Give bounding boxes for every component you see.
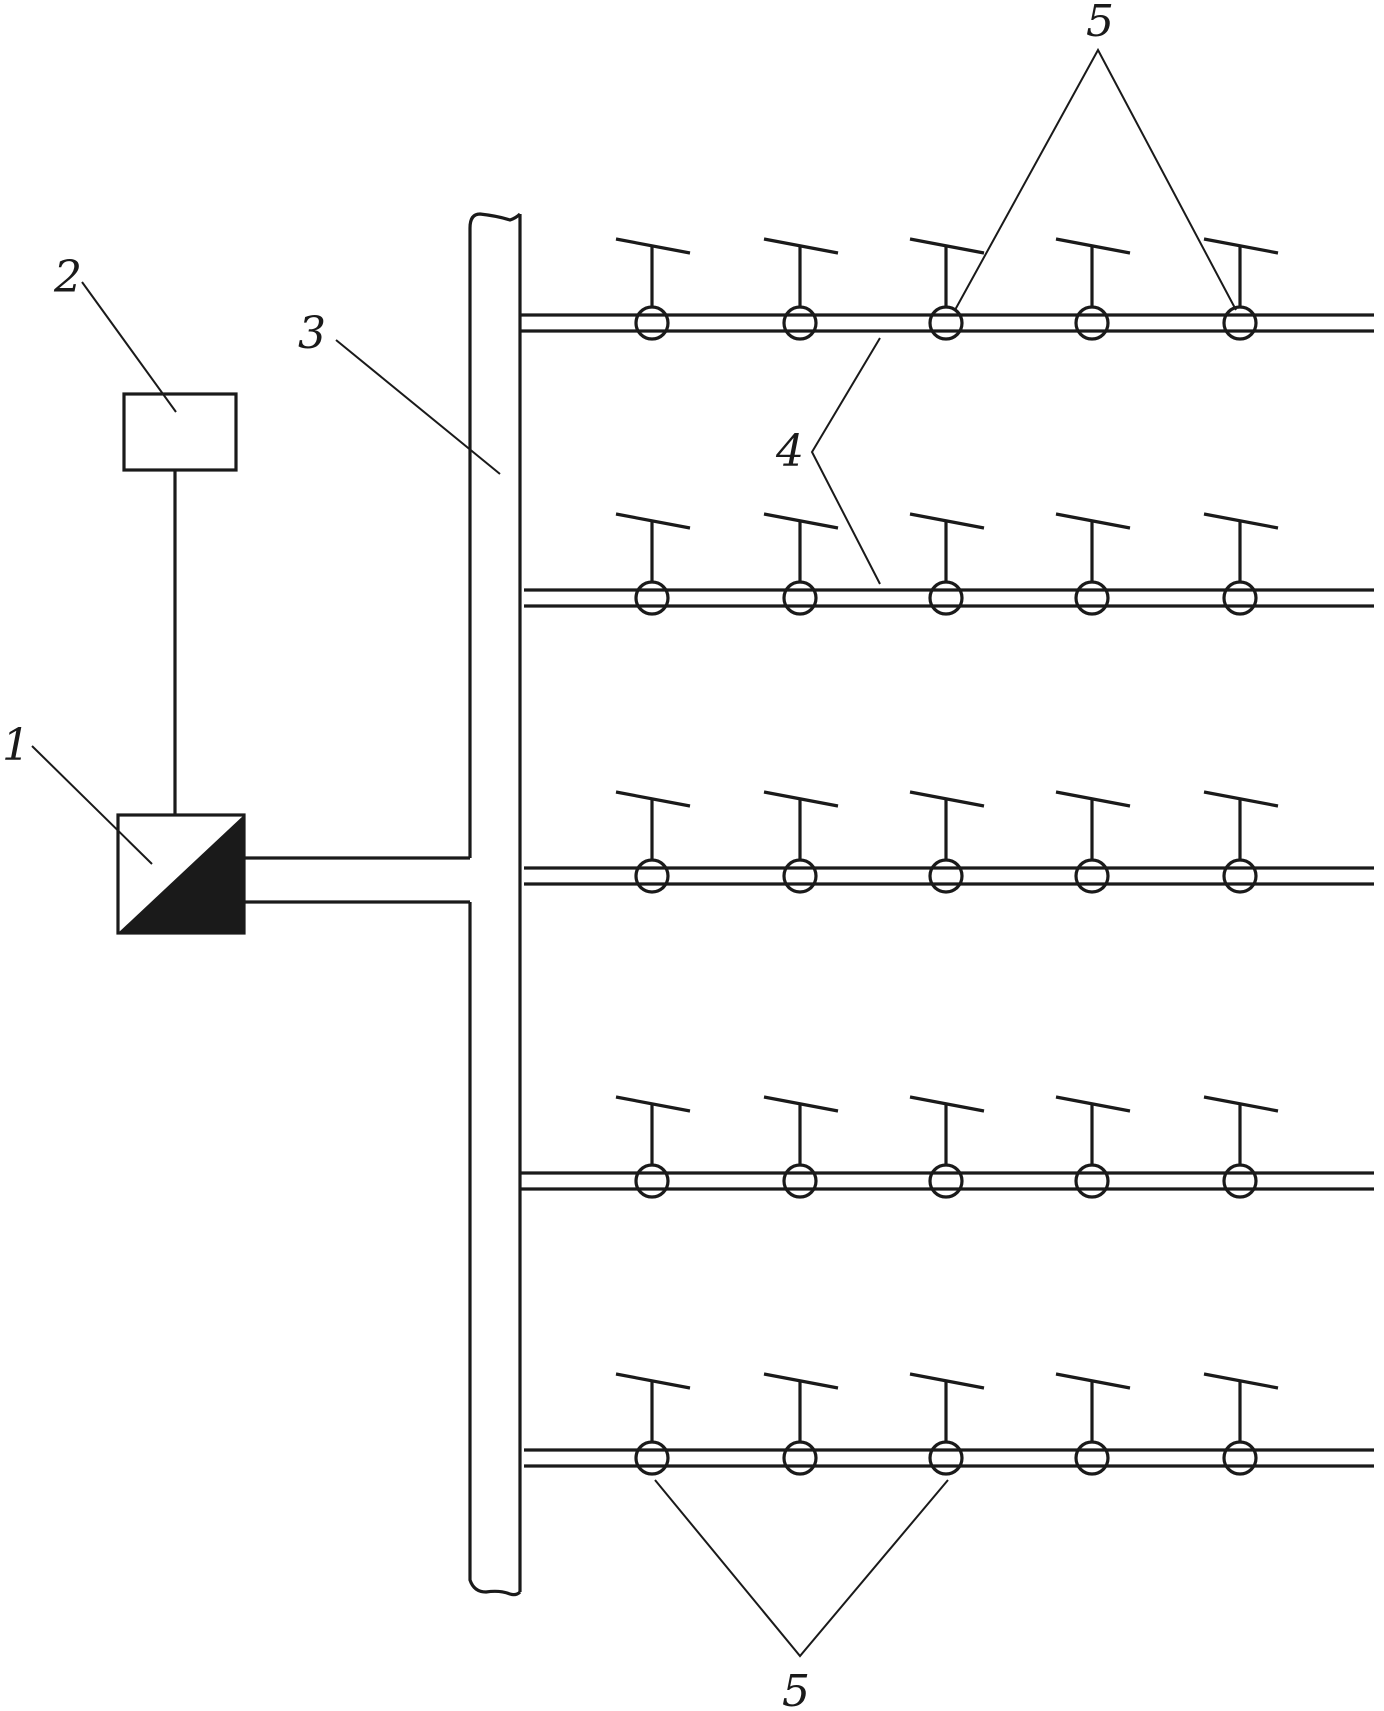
sprinkler-joint [1074, 1163, 1110, 1199]
branch-pipe-3 [524, 790, 1374, 894]
sprinkler-nozzle [763, 1095, 839, 1199]
sprinkler-nozzle [615, 512, 691, 616]
sprinkler-joint [634, 305, 670, 341]
sprinkler-joint [928, 580, 964, 616]
sprinkler-joint [1222, 858, 1258, 894]
sprinkler-nozzle [763, 237, 839, 341]
sprinkler-joint [928, 305, 964, 341]
label-controller: 2 [53, 252, 82, 303]
branch-pipes [520, 237, 1374, 1476]
sprinkler-nozzle [909, 512, 985, 616]
label-valve: 1 [2, 720, 30, 771]
sprinkler-joint [1222, 1440, 1258, 1476]
sprinkler-joint [1222, 1163, 1258, 1199]
sprinkler-joint [782, 1163, 818, 1199]
sprinkler-joint [928, 858, 964, 894]
sprinkler-nozzle [1203, 1095, 1279, 1199]
sprinkler-nozzle [615, 237, 691, 341]
sprinkler-nozzle [615, 1372, 691, 1476]
sprinkler-nozzle [1055, 790, 1131, 894]
leader-1 [31, 745, 153, 865]
sprinkler-nozzle [909, 237, 985, 341]
sprinkler-nozzle [763, 1372, 839, 1476]
label-nozzle-top: 5 [1086, 0, 1114, 47]
leader-2 [81, 281, 177, 413]
sprinkler-nozzle [763, 512, 839, 616]
supply-pipe [244, 856, 470, 904]
sprinkler-nozzle [1055, 237, 1131, 341]
sprinkler-nozzle [1203, 512, 1279, 616]
sprinkler-joint [634, 1163, 670, 1199]
leader-3 [335, 339, 501, 475]
sprinkler-joint [1074, 580, 1110, 616]
sprinkler-nozzle [1055, 1372, 1131, 1476]
leader-5-top [954, 47, 1237, 311]
sprinkler-joint [634, 1440, 670, 1476]
sprinkler-joint [782, 305, 818, 341]
sprinkler-nozzle [1203, 1372, 1279, 1476]
sprinkler-nozzle [909, 790, 985, 894]
sprinkler-joint [1074, 305, 1110, 341]
leader-5-bottom [654, 1479, 949, 1658]
sprinkler-nozzle [1055, 1095, 1131, 1199]
sprinkler-joint [928, 1440, 964, 1476]
sprinkler-nozzle [763, 790, 839, 894]
sprinkler-joint [1222, 580, 1258, 616]
label-branch-pipe: 4 [775, 426, 804, 477]
sprinkler-joint [928, 1163, 964, 1199]
sprinkler-joint [782, 858, 818, 894]
sprinkler-nozzle [1203, 790, 1279, 894]
sprinkler-joint [1074, 1440, 1110, 1476]
branch-pipe-4 [520, 1095, 1374, 1199]
sprinkler-nozzle [1203, 237, 1279, 341]
solenoid-valve [116, 813, 246, 935]
sprinkler-nozzle [909, 1372, 985, 1476]
branch-pipe-5 [524, 1372, 1374, 1476]
main-pipe [468, 212, 522, 1597]
sprinkler-joint [1074, 858, 1110, 894]
sprinkler-joint [1222, 305, 1258, 341]
leader-4 [810, 337, 881, 585]
branch-pipe-2 [524, 512, 1374, 616]
sprinkler-joint [634, 858, 670, 894]
sprinkler-joint [782, 580, 818, 616]
sprinkler-joint [634, 580, 670, 616]
sprinkler-nozzle [1055, 512, 1131, 616]
sprinkler-nozzle [615, 790, 691, 894]
label-nozzle-bottom: 5 [782, 1666, 810, 1711]
label-main-pipe: 3 [298, 308, 326, 359]
sprinkler-joint [782, 1440, 818, 1476]
branch-pipe-1 [520, 237, 1374, 341]
sprinkler-nozzle [909, 1095, 985, 1199]
sprinkler-nozzle [615, 1095, 691, 1199]
controller-box [122, 392, 238, 472]
